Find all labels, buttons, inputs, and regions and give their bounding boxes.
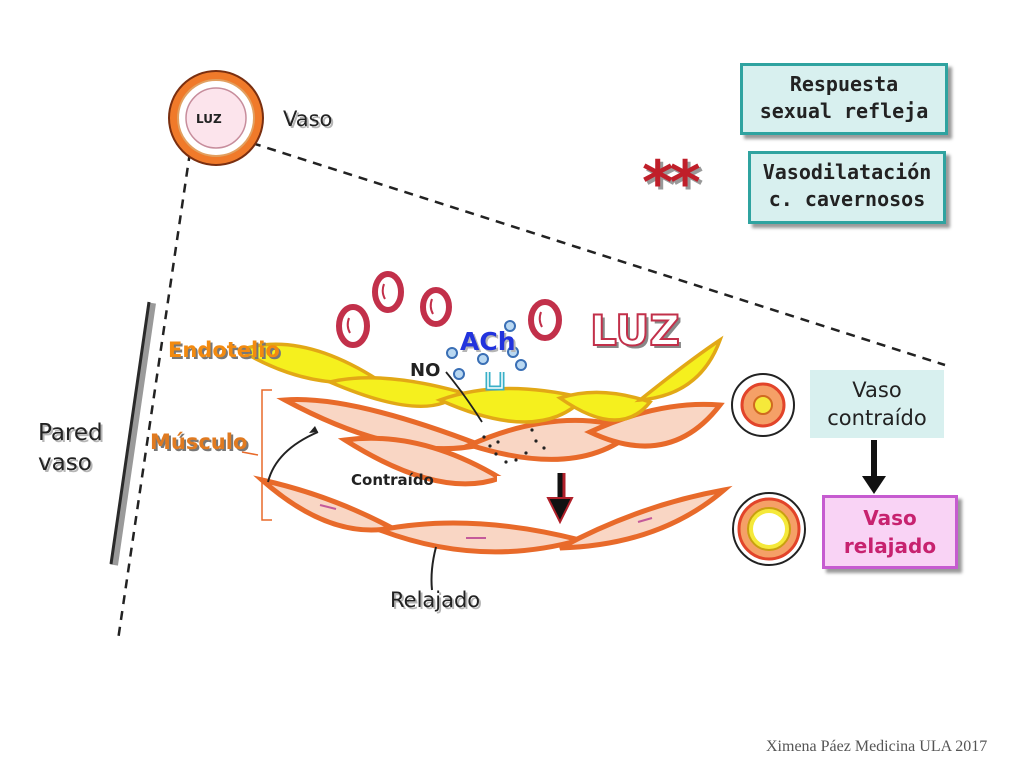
endotelio-label: Endotelio: [168, 338, 280, 362]
ach-receptor: [485, 372, 505, 391]
box-arrow: [862, 440, 886, 494]
transition-arrow: [546, 473, 574, 525]
red-blood-cell: [528, 299, 562, 341]
endothelial-cell: [324, 376, 464, 409]
asterisks: **: [642, 148, 701, 218]
perspective-lines: [116, 141, 946, 641]
relajado-pointer: [430, 546, 437, 591]
pared-vaso-line1: Pared: [38, 420, 103, 446]
ach-label: ACh: [460, 327, 516, 356]
vessel-lumen-label: LUZ: [196, 112, 222, 126]
respuesta-line2: sexual refleja: [759, 99, 929, 123]
vaso-relajado-box: Vaso relajado: [822, 495, 958, 569]
muscle-bracket: [261, 389, 272, 521]
no-arrow: [445, 371, 483, 423]
lumen-label-large: LUZ: [589, 305, 681, 356]
contraido-label: Contraído: [351, 471, 434, 489]
respuesta-box: Respuesta sexual refleja: [740, 63, 948, 135]
ach-molecules: [446, 320, 527, 380]
vaso-contraido-line2: contraído: [827, 406, 927, 430]
endothelial-cell: [634, 335, 724, 403]
vasodilatacion-line2: c. cavernosos: [768, 187, 926, 211]
vessel-wall-bar: [109, 301, 156, 566]
vaso-contraido-box: Vaso contraído: [810, 370, 944, 438]
vaso-label: Vaso: [283, 107, 333, 131]
muscle-cell: [558, 485, 733, 551]
muscle-layer-relaxed: [253, 475, 733, 555]
relajado-label: Relajado: [390, 588, 481, 612]
no-diffusion-dots: [482, 428, 546, 464]
vaso-contraido-line1: Vaso: [852, 378, 902, 402]
pared-vaso-line2: vaso: [38, 450, 92, 476]
vessel-relaxed-section: [732, 492, 806, 566]
red-blood-cell: [420, 287, 452, 327]
red-blood-cell: [372, 271, 404, 313]
respuesta-line1: Respuesta: [789, 72, 899, 96]
red-blood-cells: [336, 271, 562, 348]
pared-vaso-label: Pared vaso: [38, 418, 103, 478]
vasodilatacion-line1: Vasodilatación: [762, 160, 932, 184]
endothelial-cell: [556, 390, 653, 422]
vasodilatacion-box: Vasodilatación c. cavernosos: [748, 151, 946, 224]
red-blood-cell: [336, 304, 370, 348]
vaso-relajado-line2: relajado: [843, 534, 937, 558]
vessel-contracted-section: [731, 373, 795, 437]
endothelium-layer: [235, 335, 724, 424]
vessel-icon: [168, 70, 264, 166]
contraido-pointer: [267, 431, 319, 483]
vaso-relajado-line1: Vaso: [863, 506, 917, 530]
musculo-label: Músculo: [150, 430, 248, 454]
credit-text: Ximena Páez Medicina ULA 2017: [766, 738, 988, 755]
no-label: NO: [410, 360, 441, 381]
